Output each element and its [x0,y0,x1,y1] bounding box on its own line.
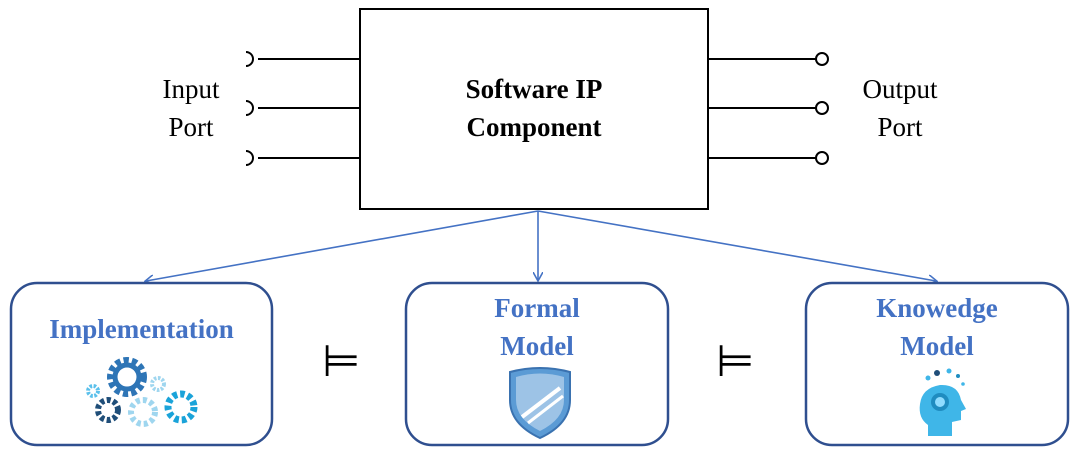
arrows [146,210,936,281]
implementation-title-line1: Implementation [49,314,234,344]
input-pins [245,51,360,166]
arrow-to-implementation [146,210,539,281]
input-port-line1: Input [162,74,220,104]
input-socket-2 [245,100,254,116]
formal-model-title-line1: Formal [494,293,580,323]
formal-model-box [404,281,670,447]
input-port-label: Input Port [136,70,246,146]
output-terminal-2 [815,101,829,115]
component-box [359,8,709,210]
arrow-to-knowledge-model [537,210,936,281]
output-terminal-3 [815,151,829,165]
shield-icon [509,367,571,440]
output-port-line1: Output [862,74,938,104]
knowledge-model-box [804,281,1070,447]
output-terminal-1 [815,52,829,66]
formal-model-title-line2: Model [500,331,574,361]
output-port-label: Output Port [845,70,955,146]
knowledge-model-title-line1: Knowedge [876,293,998,323]
knowledge-model-title-line2: Model [900,331,974,361]
input-port-line2: Port [168,112,214,142]
component-title-line2: Component [466,112,602,142]
formal-model-title: Formal Model [406,289,668,365]
brain-head-icon [919,368,966,436]
models-symbol-left: ⊨ [322,336,361,387]
component-title: Software IP Component [360,70,708,146]
input-socket-1 [245,51,254,67]
output-pins [708,52,829,165]
input-socket-3 [245,150,254,166]
output-port-line2: Port [877,112,923,142]
knowledge-model-title: Knowedge Model [806,289,1068,365]
models-symbol-right: ⊨ [716,336,755,387]
component-title-line1: Software IP [465,74,603,104]
implementation-title: Implementation [11,310,272,348]
gears-icon [86,357,198,427]
